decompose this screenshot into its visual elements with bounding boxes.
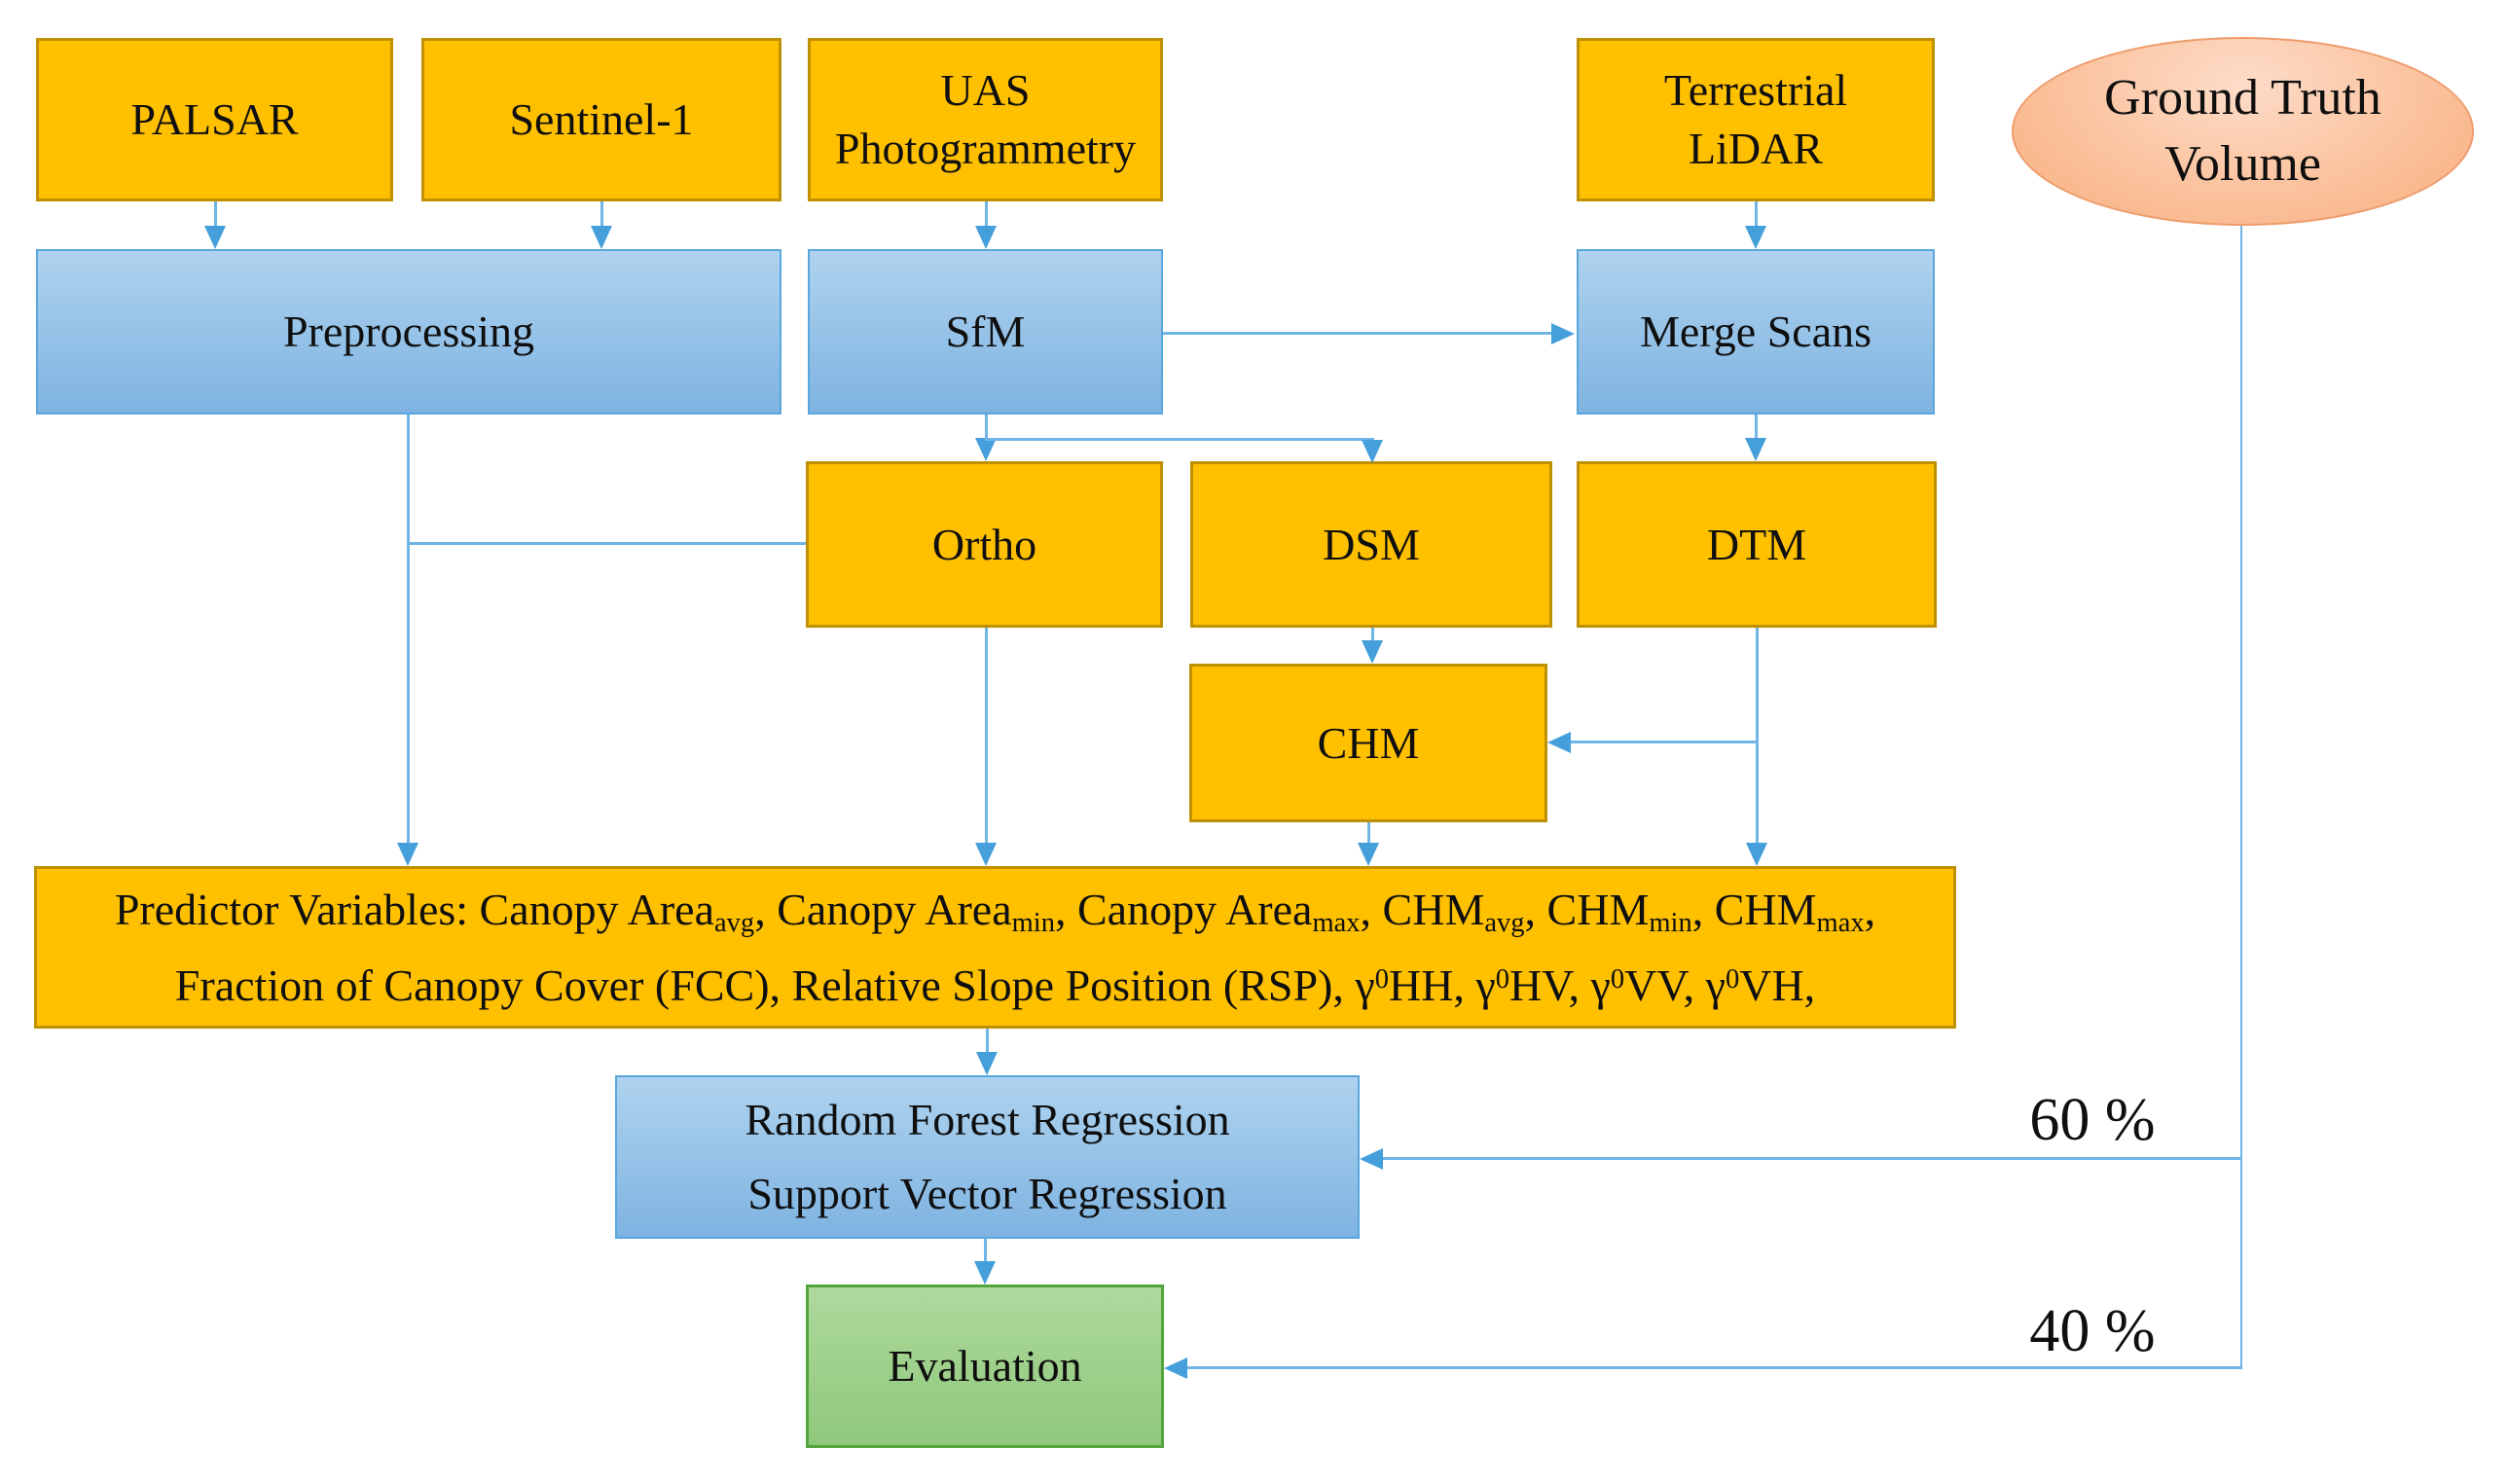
node-uas-photogrammetry: UAS Photogrammetry xyxy=(808,38,1163,201)
node-preprocessing: Preprocessing xyxy=(36,249,781,415)
node-chm: CHM xyxy=(1189,664,1547,822)
arrowhead-predictor-models xyxy=(976,1052,998,1075)
connector-preprocessing-predictor xyxy=(407,415,410,845)
connector-palsar-preprocessing xyxy=(214,201,217,228)
arrowhead-sfm-dsm xyxy=(1362,440,1383,463)
arrowhead-merge-scans-dtm xyxy=(1745,438,1766,461)
connector-dtm-chm-horizontal xyxy=(1569,741,1757,743)
arrowhead-ground-truth-evaluation xyxy=(1164,1357,1187,1379)
node-evaluation: Evaluation xyxy=(806,1285,1164,1448)
node-dsm: DSM xyxy=(1190,461,1552,628)
arrowhead-sfm-ortho xyxy=(975,438,997,461)
connector-merge-scans-dtm xyxy=(1755,415,1758,440)
node-palsar-label: PALSAR xyxy=(130,94,299,144)
connector-predictor-models xyxy=(986,1029,989,1054)
arrowhead-ortho-predictor xyxy=(975,843,997,866)
node-ortho-label: Ortho xyxy=(931,519,1037,569)
connector-chm-predictor xyxy=(1367,822,1370,845)
arrowhead-models-evaluation xyxy=(974,1261,996,1285)
arrowhead-dtm-predictor xyxy=(1746,843,1767,866)
arrowhead-sfm-merge-scans xyxy=(1551,323,1575,344)
predictor-variables-line-1: Predictor Variables: Canopy Areaavg, Can… xyxy=(114,884,1876,939)
node-dtm-label: DTM xyxy=(1706,519,1807,569)
node-dtm: DTM xyxy=(1577,461,1937,628)
node-merge-scans-label: Merge Scans xyxy=(1639,307,1872,356)
node-preprocessing-label: Preprocessing xyxy=(282,307,535,356)
connector-dtm-predictor xyxy=(1756,628,1759,845)
connector-ortho-predictor xyxy=(985,628,988,845)
node-sfm: SfM xyxy=(808,249,1163,415)
node-sfm-label: SfM xyxy=(945,307,1026,356)
label-60-percent: 60 % xyxy=(2029,1087,2156,1153)
predictor-variables-line-2: Fraction of Canopy Cover (FCC), Relative… xyxy=(174,959,1816,1010)
node-palsar: PALSAR xyxy=(36,38,393,201)
arrowhead-lidar-merge-scans xyxy=(1745,226,1766,249)
node-ortho: Ortho xyxy=(806,461,1163,628)
node-sentinel-1: Sentinel-1 xyxy=(421,38,781,201)
arrowhead-dsm-chm xyxy=(1362,640,1383,664)
node-predictor-variables: Predictor Variables: Canopy Areaavg, Can… xyxy=(34,866,1956,1029)
node-evaluation-label: Evaluation xyxy=(888,1341,1082,1391)
connector-ground-truth-models xyxy=(1383,1157,2242,1160)
connector-sentinel-preprocessing xyxy=(600,201,603,228)
arrowhead-sentinel-preprocessing xyxy=(591,226,612,249)
node-chm-label: CHM xyxy=(1317,717,1420,768)
node-ground-truth-volume: Ground Truth Volume xyxy=(2012,37,2474,226)
connector-preprocessing-ortho-horizontal xyxy=(407,542,806,545)
connector-lidar-merge-scans xyxy=(1755,201,1758,228)
node-uas-photogrammetry-label: UAS Photogrammetry xyxy=(834,65,1137,173)
node-dsm-label: DSM xyxy=(1323,519,1420,569)
connector-sfm-dsm-horizontal xyxy=(985,438,1374,441)
connector-ground-truth-evaluation xyxy=(1187,1366,2242,1369)
node-sentinel-1-label: Sentinel-1 xyxy=(509,94,694,144)
connector-sfm-ortho xyxy=(985,415,988,440)
node-merge-scans: Merge Scans xyxy=(1577,249,1935,415)
connector-uas-sfm xyxy=(985,201,988,228)
connector-sfm-merge-scans xyxy=(1163,332,1551,335)
node-regression-models: Random Forest Regression Support Vector … xyxy=(615,1075,1360,1239)
connector-models-evaluation xyxy=(984,1239,987,1263)
node-terrestrial-lidar: Terrestrial LiDAR xyxy=(1577,38,1935,201)
arrowhead-palsar-preprocessing xyxy=(204,226,226,249)
arrowhead-dtm-chm xyxy=(1547,732,1571,753)
label-40-percent: 40 % xyxy=(2029,1298,2156,1364)
connector-ground-truth-trunk xyxy=(2240,226,2242,1369)
arrowhead-uas-sfm xyxy=(975,226,997,249)
node-terrestrial-lidar-label: Terrestrial LiDAR xyxy=(1663,65,1848,173)
arrowhead-preprocessing-predictor xyxy=(397,843,418,866)
connector-dsm-chm xyxy=(1371,628,1374,642)
node-regression-models-label: Random Forest Regression Support Vector … xyxy=(745,1095,1230,1218)
arrowhead-chm-predictor xyxy=(1358,843,1379,866)
arrowhead-ground-truth-models xyxy=(1360,1148,1383,1170)
node-ground-truth-volume-label: Ground Truth Volume xyxy=(2104,70,2381,192)
